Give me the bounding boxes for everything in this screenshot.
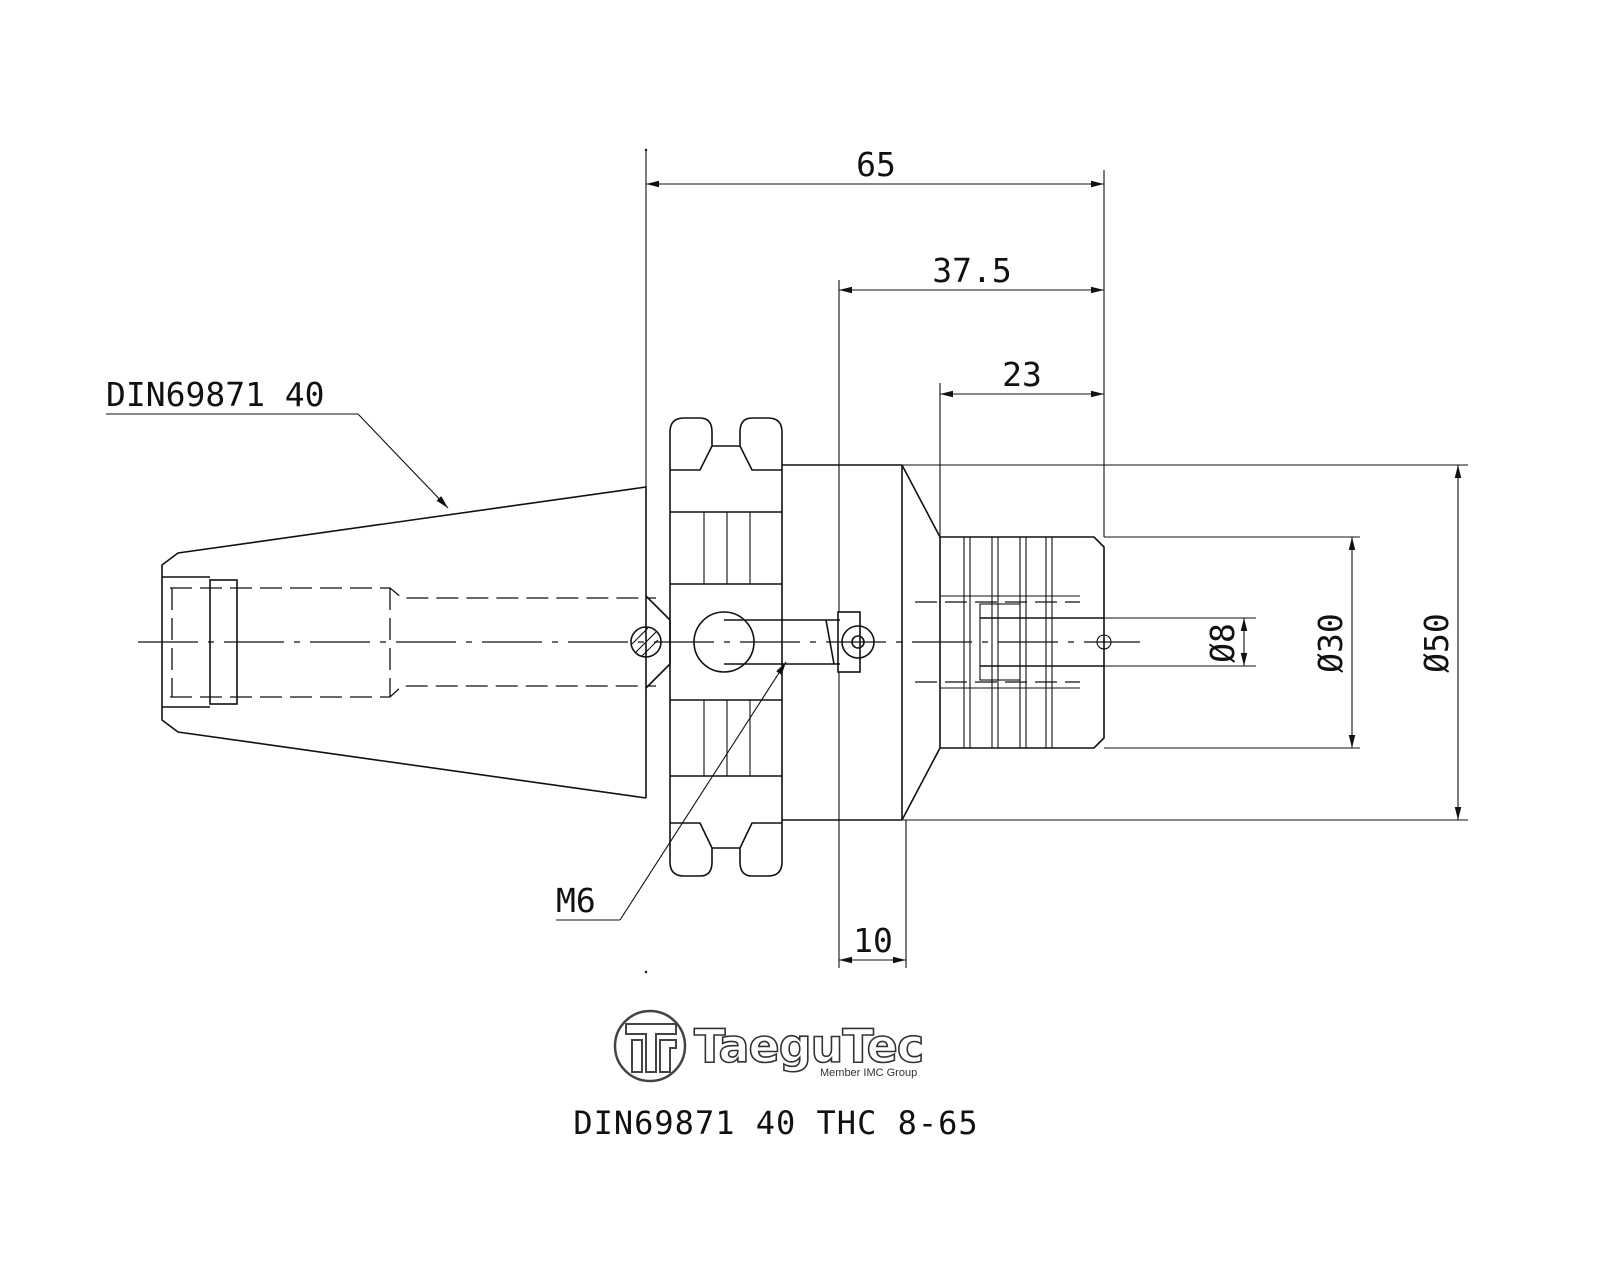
brand-name: TaeguTec: [694, 1019, 923, 1073]
dim-collar-length: 10: [853, 921, 893, 960]
taper-callout: DIN69871 40: [106, 375, 449, 509]
flange: [645, 417, 783, 877]
taper-standard-label: DIN69871 40: [106, 375, 325, 414]
dim-length-from-flange: 37.5: [932, 251, 1011, 290]
dim-body-diameter: Ø50: [1417, 613, 1456, 673]
logo-emblem-icon: [613, 1009, 687, 1083]
extension-lines: [645, 150, 1468, 968]
taegutec-logo: TaeguTec Member IMC Group: [613, 1009, 925, 1083]
model-label: DIN69871 40 THC 8-65: [573, 1104, 978, 1142]
thread-label: M6: [556, 881, 596, 920]
brand-tagline: Member IMC Group: [820, 1067, 917, 1079]
dim-nose-diameter: Ø30: [1311, 613, 1350, 673]
thread-callout: M6: [556, 661, 787, 921]
dim-nose-length: 23: [1002, 355, 1042, 394]
dimension-lines: [646, 180, 1462, 964]
dim-overall-length: 65: [856, 145, 896, 184]
dim-bore-diameter: Ø8: [1203, 623, 1242, 663]
nose: [939, 536, 1112, 749]
